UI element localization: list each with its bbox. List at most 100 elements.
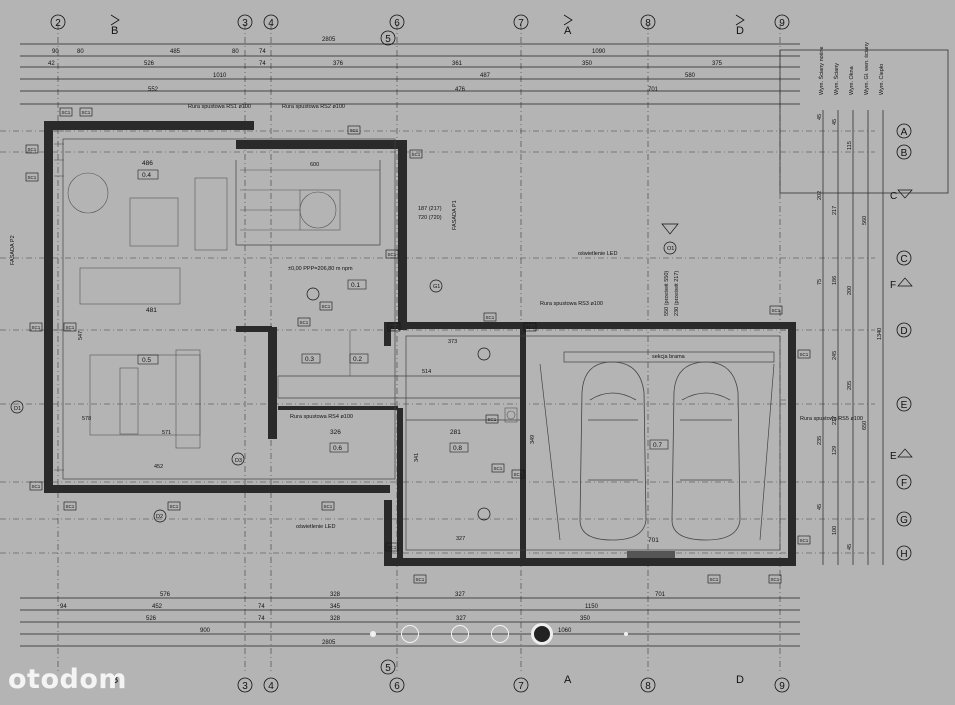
right-axis-label-9: G bbox=[900, 515, 908, 526]
dim-top-80a: 80 bbox=[77, 49, 84, 55]
dim-341: 341 bbox=[414, 453, 420, 462]
gallery-dot-2[interactable] bbox=[401, 625, 419, 643]
annotations: Rura spustowa RS1 ø100 Rura spustowa RS2… bbox=[10, 104, 863, 542]
dim-bot-1060: 1060 bbox=[558, 628, 572, 634]
sc-badge-22: SC1 bbox=[797, 535, 811, 545]
dim-571: 571 bbox=[162, 430, 171, 436]
dim-bot-94: 94 bbox=[60, 604, 67, 610]
dim-bot-74: 74 bbox=[258, 604, 265, 610]
right-axis-label-5: D bbox=[900, 326, 907, 337]
bottom-axis-label-8: D bbox=[736, 674, 744, 686]
top-axis-bubble-7: A bbox=[563, 14, 573, 37]
right-axis-bubble-5: D bbox=[896, 322, 912, 338]
led-label-top: oświetlenie LED bbox=[578, 251, 617, 257]
bottom-axis-label-6: A bbox=[564, 674, 572, 686]
right-axis-bubble-1: B bbox=[896, 144, 912, 160]
dim-top-74: 74 bbox=[259, 49, 266, 55]
gallery-dot-6[interactable] bbox=[624, 632, 628, 636]
svg-text:SC1: SC1 bbox=[771, 577, 780, 582]
dim-bot-452: 452 bbox=[152, 604, 163, 610]
dim-bot-327: 327 bbox=[455, 592, 466, 598]
bottom-axis-label-9: 9 bbox=[779, 681, 785, 692]
window-d2: D2 bbox=[156, 514, 163, 520]
sc-badge-2: SC1 bbox=[25, 144, 39, 154]
svg-text:SC1: SC1 bbox=[412, 152, 421, 157]
dim-452: 452 bbox=[154, 464, 163, 470]
top-axis-bubble-1: B bbox=[110, 14, 120, 37]
right-axis-label-10: H bbox=[900, 549, 907, 560]
dim-top-487: 487 bbox=[480, 73, 491, 79]
gallery-dot-4[interactable] bbox=[491, 625, 509, 643]
right-axis-bubble-6: E bbox=[896, 396, 912, 412]
window-d3: D3 bbox=[235, 458, 242, 464]
room-0-4-dim: 486 bbox=[142, 160, 153, 167]
room-0-6: 0.6 bbox=[333, 445, 342, 452]
room-0-4: 0.4 bbox=[142, 172, 151, 179]
window-d1: D1 bbox=[14, 406, 21, 412]
sc-badge-18: SC1 bbox=[707, 574, 721, 584]
right-axis-bubble-8: F bbox=[896, 474, 912, 490]
dim-top-80b: 80 bbox=[232, 49, 239, 55]
svg-text:SC1: SC1 bbox=[388, 252, 397, 257]
interior-lines bbox=[62, 138, 781, 551]
dim-bot-74b: 74 bbox=[258, 616, 265, 622]
sc-badge-23: SC1 bbox=[511, 469, 525, 479]
gallery-dot-5[interactable] bbox=[531, 623, 553, 645]
room-0-2: 0.2 bbox=[353, 356, 362, 363]
level-marker: ±0,00 PPP=206,80 m npm bbox=[288, 266, 353, 272]
svg-text:SC1: SC1 bbox=[32, 325, 41, 330]
dim-bot-345: 345 bbox=[330, 604, 341, 610]
sc-badge-1: SC1 bbox=[79, 107, 93, 117]
sc-badge-21: SC1 bbox=[797, 349, 811, 359]
top-axis-bubble-5: 5 bbox=[380, 30, 396, 46]
sc-badge-20: SC1 bbox=[769, 305, 783, 315]
svg-text:SC1: SC1 bbox=[32, 484, 41, 489]
svg-text:SC1: SC1 bbox=[800, 352, 809, 357]
sc-badge-14: SC1 bbox=[385, 542, 399, 552]
dim-top-526: 526 bbox=[144, 61, 155, 67]
dim-327: 327 bbox=[456, 536, 465, 542]
dim-top-580: 580 bbox=[685, 73, 696, 79]
top-axis-label-2: 3 bbox=[242, 18, 248, 29]
dim-514: 514 bbox=[422, 369, 431, 375]
dim-top-1090: 1090 bbox=[592, 49, 606, 55]
dim-bot-576: 576 bbox=[160, 592, 171, 598]
svg-text:SC1: SC1 bbox=[388, 545, 397, 550]
svg-text:SC1: SC1 bbox=[526, 325, 535, 330]
right-axis-label-0: A bbox=[901, 127, 908, 138]
dim-bot-2805: 2805 bbox=[322, 640, 336, 646]
dim-bot-701: 701 bbox=[655, 592, 666, 598]
right-dim-5: 560 bbox=[862, 216, 868, 225]
top-axis-label-6: 7 bbox=[518, 18, 524, 29]
gallery-dot-1[interactable] bbox=[370, 631, 376, 637]
right-dim-7: 186 bbox=[832, 276, 838, 285]
wall-hatching bbox=[54, 130, 786, 471]
sc-badge-5: SC1 bbox=[63, 322, 77, 332]
svg-text:SC1: SC1 bbox=[322, 304, 331, 309]
top-axis-label-4: 6 bbox=[394, 18, 400, 29]
gallery-dot-3[interactable] bbox=[451, 625, 469, 643]
svg-text:SC1: SC1 bbox=[62, 110, 71, 115]
right-axis-bubble-4: F bbox=[890, 280, 896, 291]
svg-text:SC1: SC1 bbox=[28, 147, 37, 152]
room-0-7: 0.7 bbox=[653, 442, 662, 449]
right-dim-14: 650 bbox=[862, 421, 868, 430]
dim-187: 187 (217) bbox=[418, 206, 442, 212]
bottom-axis-label-7: 8 bbox=[645, 681, 651, 692]
garage-gate-strip bbox=[627, 551, 675, 558]
svg-text:SC1: SC1 bbox=[488, 417, 497, 422]
right-axis-bubble-10: H bbox=[896, 545, 912, 561]
dim-547: 547 bbox=[78, 331, 84, 340]
sc-badge-17: SC1 bbox=[523, 322, 537, 332]
top-axis-bubble-9: D bbox=[735, 14, 745, 37]
bottom-axis-label-2: 4 bbox=[268, 681, 274, 692]
room-0-1: 0.1 bbox=[351, 282, 360, 289]
dim-bot-328b: 328 bbox=[330, 616, 341, 622]
right-dim-8: 200 bbox=[847, 286, 853, 295]
right-dim-15: 129 bbox=[832, 446, 838, 455]
header-gl-wen: Wym. Gl. wen. ściany bbox=[864, 42, 870, 95]
